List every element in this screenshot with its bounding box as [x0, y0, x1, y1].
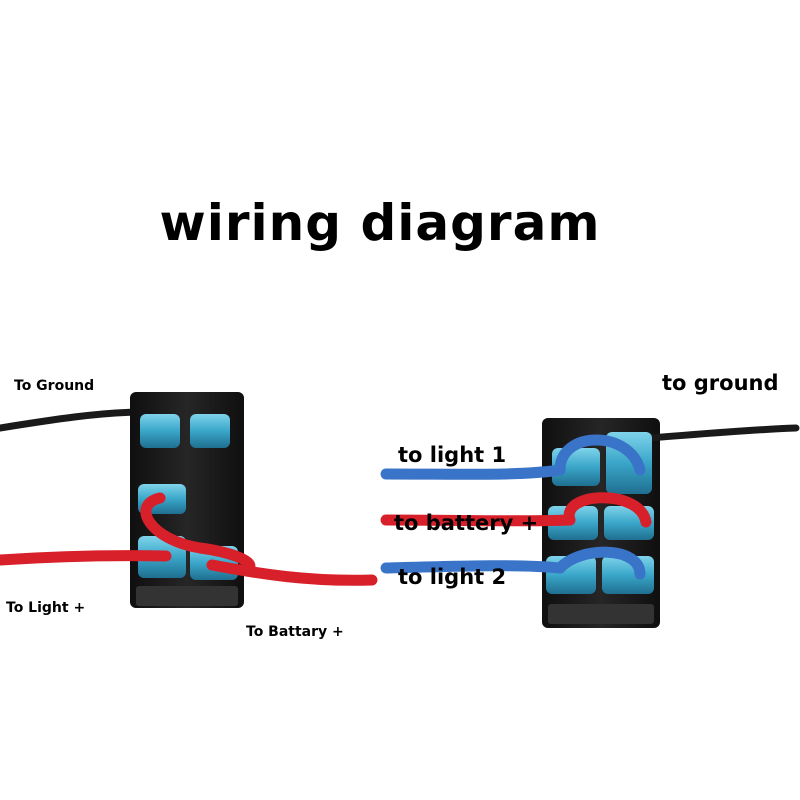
label-left-to-battery: To Battary +: [246, 624, 344, 640]
label-left-to-light: To Light +: [6, 600, 85, 616]
right-mid-jumper: [563, 492, 652, 528]
diagram-title: wiring diagram: [159, 194, 601, 252]
left-battery-wire: [206, 559, 378, 586]
right-switch: [380, 418, 800, 628]
left-connector-top-left: [140, 414, 180, 448]
label-left-to-ground: To Ground: [14, 378, 94, 394]
label-right-to-light1: to light 1: [398, 443, 506, 467]
left-light-wire: [0, 550, 172, 566]
left-switch: [0, 392, 378, 608]
right-top-jumper: [554, 434, 646, 476]
right-switch-bezel: [548, 604, 654, 624]
left-jumper-wire: [140, 492, 256, 572]
right-battery-wire: [380, 514, 576, 527]
label-right-to-light2: to light 2: [398, 565, 506, 589]
left-connector-top-right: [190, 414, 230, 448]
right-light1-wire: [380, 464, 566, 480]
right-light2-wire: [380, 560, 566, 574]
right-bottom-jumper: [554, 546, 646, 580]
left-switch-bezel: [136, 586, 238, 606]
label-right-to-battery: to battery +: [394, 511, 538, 535]
label-right-to-ground: to ground: [662, 371, 779, 395]
